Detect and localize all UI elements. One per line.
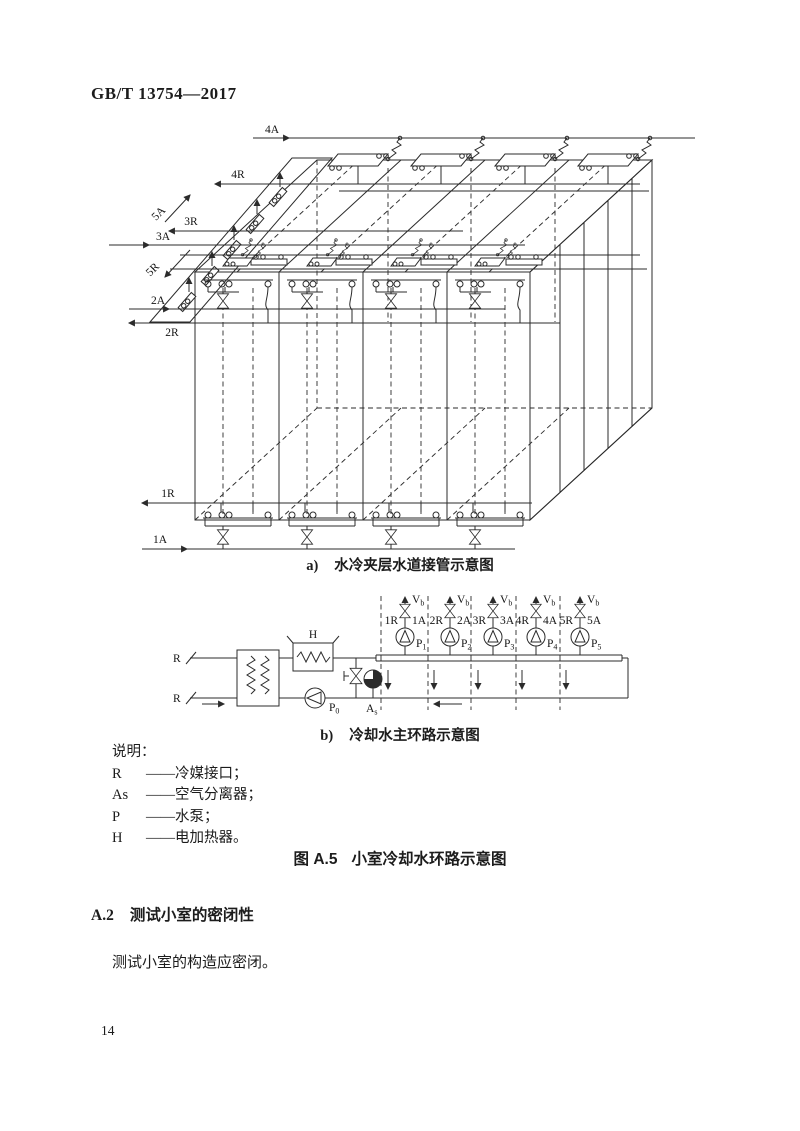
legend-desc: 电加热器。 — [175, 830, 248, 846]
branch-3: 3R 3A Vb P3 — [473, 594, 515, 655]
branch-3-valve: Vb — [500, 594, 512, 608]
legend-symbol: H — [112, 830, 123, 846]
caption-a-prefix: a) — [306, 558, 319, 574]
label-2a: 2A — [151, 295, 166, 307]
legend-dash: —— — [146, 787, 175, 803]
label-1r: 1R — [161, 488, 175, 500]
branch-5: 5R 5A Vb P5 — [560, 594, 602, 655]
branch-2-valve: Vb — [457, 594, 469, 608]
diagram-b-main-loop: R R H P0 — [173, 594, 629, 717]
branch-4-valve: Vb — [543, 594, 555, 608]
legend-heading: 说明： — [112, 744, 156, 760]
branch-1-a: 1A — [412, 615, 427, 627]
legend-desc: 冷媒接口； — [175, 765, 248, 782]
diagram-a-water-jacket-piping: 4A 4R 5A 3R 3A 5R — [109, 124, 695, 553]
branch-1-pump: P1 — [416, 638, 426, 652]
legend-desc: 空气分离器； — [175, 787, 262, 803]
label-2r: 2R — [165, 327, 179, 339]
branch-1-valve: Vb — [412, 594, 424, 608]
doc-number: GB/T 13754—2017 — [91, 84, 237, 103]
caption-b: b) 冷却水主环路示意图 — [0, 724, 800, 745]
branch-2-a: 2A — [457, 615, 472, 627]
branch-4: 4R 4A Vb P4 — [516, 594, 558, 655]
branch-5-pump: P5 — [591, 638, 601, 652]
electric-heater: H — [279, 629, 376, 672]
branch-2-pump: P2 — [461, 638, 471, 652]
figure-title: 小室冷却水环路示意图 — [351, 851, 507, 868]
label-main-pump: P0 — [329, 702, 339, 716]
shutoff-valve — [343, 658, 363, 698]
branch-3-a: 3A — [500, 615, 515, 627]
label-3a: 3A — [156, 231, 171, 243]
legend-symbol: R — [112, 765, 122, 782]
branch-2: 2R 2A Vb P2 — [430, 594, 472, 655]
branch-5-r: 5R — [560, 615, 574, 627]
section-title: 测试小室的密闭性 — [129, 907, 254, 924]
legend: 说明： R——冷媒接口； As——空气分离器； P——水泵； H——电加热器。 — [112, 742, 262, 850]
refrigerant-connections: R R — [173, 651, 237, 708]
legend-item: R ——冷媒接口； — [112, 764, 262, 786]
caption-a: a) 水冷夹层水道接管示意图 — [0, 554, 800, 575]
header-pipe — [375, 654, 629, 708]
branch-1: 1R 1A Vb P1 — [385, 594, 427, 655]
heat-exchanger — [236, 649, 280, 707]
bottom-manifolds: 1R 1A — [140, 488, 532, 553]
label-air-separator: As — [366, 703, 377, 717]
legend-symbol: P — [112, 808, 121, 825]
caption-b-text: 冷却水主环路示意图 — [349, 728, 480, 744]
figure-caption: 图 A.5 小室冷却水环路示意图 — [0, 847, 800, 869]
label-r-supply: R — [173, 653, 181, 665]
legend-item: P ——水泵； — [112, 807, 262, 829]
branch-3-r: 3R — [473, 615, 487, 627]
section-number: A.2 — [91, 907, 114, 924]
label-heater: H — [309, 629, 317, 641]
air-separator: As — [363, 669, 383, 717]
branch-2-r: 2R — [430, 615, 444, 627]
branch-4-pump: P4 — [547, 638, 557, 652]
section-heading: A.2 测试小室的密闭性 — [91, 903, 254, 925]
branch-4-r: 4R — [516, 615, 530, 627]
branch-4-a: 4A — [543, 615, 558, 627]
chamber-box — [193, 158, 654, 522]
caption-a-text: 水冷夹层水道接管示意图 — [334, 558, 494, 574]
zone-separators — [380, 596, 570, 710]
page-number: 14 — [101, 1023, 115, 1038]
front-top-manifolds: 2A 2R — [127, 243, 560, 339]
caption-b-prefix: b) — [320, 728, 334, 744]
main-pump: P0 — [279, 687, 628, 716]
gable-piping: 5A 3R 3A 5R — [109, 157, 647, 323]
branch-5-a: 5A — [587, 615, 602, 627]
legend-item: As ——空气分离器； — [112, 785, 262, 807]
label-3r: 3R — [184, 216, 198, 228]
label-4a: 4A — [265, 124, 280, 136]
label-5r: 5R — [144, 261, 162, 279]
branch-1-r: 1R — [385, 615, 399, 627]
label-r-return: R — [173, 693, 181, 705]
ceiling-piping: 4A 4R — [213, 124, 695, 192]
legend-symbol: As — [112, 787, 129, 803]
label-4r: 4R — [231, 169, 245, 181]
label-1a: 1A — [153, 534, 168, 546]
legend-dash: —— — [146, 808, 175, 825]
branch-5-valve: Vb — [587, 594, 599, 608]
figure-label: 图 A.5 — [293, 851, 338, 868]
label-5a: 5A — [150, 204, 169, 223]
legend-item: H ——电加热器。 — [112, 828, 262, 850]
branch-3-pump: P3 — [504, 638, 514, 652]
legend-dash: —— — [146, 765, 175, 782]
legend-dash: —— — [146, 830, 175, 846]
legend-desc: 水泵； — [175, 808, 219, 825]
body-paragraph: 测试小室的构造应密闭。 — [112, 955, 278, 971]
